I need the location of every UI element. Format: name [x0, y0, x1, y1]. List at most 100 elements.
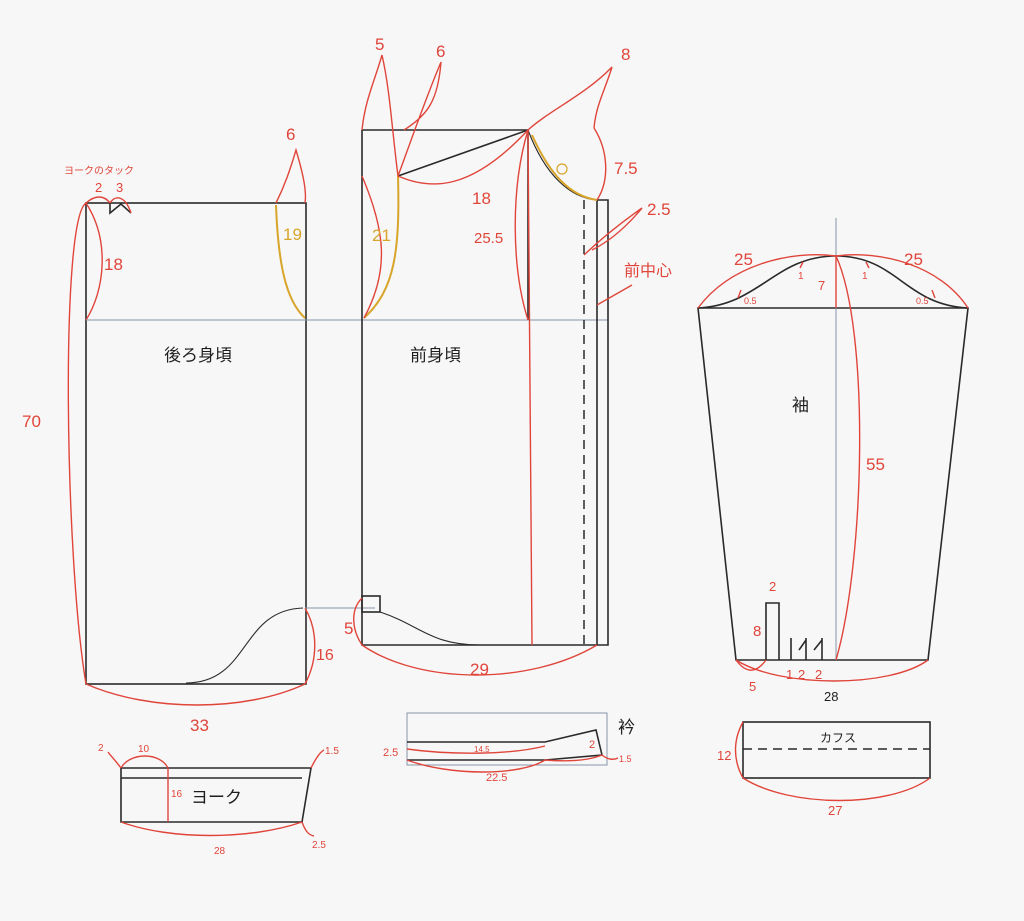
- collar-tip-extra: 1.5: [619, 754, 632, 764]
- sleeve-name: 袖: [792, 396, 809, 415]
- cuff-height-measure: [734, 721, 744, 779]
- collar-tip: 2: [589, 739, 595, 751]
- yoke-top-10: 10: [138, 744, 150, 755]
- back-shoulder-len: 6: [286, 125, 295, 144]
- back-shoulder-measure: [275, 147, 307, 204]
- back-side-measure: [304, 607, 316, 685]
- front-button-mark: [556, 163, 568, 175]
- collar-outline: [407, 729, 603, 761]
- front-shoulder-len-measure: [397, 129, 529, 185]
- collar-tip-measure: [544, 754, 619, 762]
- front-neck-drop-measure: [527, 66, 613, 131]
- yoke-right-15: 1.5: [325, 746, 339, 757]
- collar-name: 衿: [618, 718, 635, 737]
- yoke-name: ヨーク: [191, 788, 242, 807]
- cuff-height: 12: [717, 748, 731, 763]
- sleeve-edge: 5: [749, 679, 756, 694]
- front-neck-curve: [527, 129, 598, 201]
- yoke-right-measure: [310, 749, 325, 769]
- cuff-outline: [742, 721, 931, 779]
- sleeve-slit-width: 2: [769, 579, 776, 594]
- yoke-height: 16: [171, 789, 183, 800]
- cuff: 12 27 カフス: [717, 721, 931, 818]
- back-tuck-measure: [85, 196, 132, 214]
- front-center-measure: [514, 129, 529, 321]
- sleeve-ease-right: 1: [862, 271, 868, 282]
- collar-height: 2.5: [383, 747, 398, 759]
- collar-length: 22.5: [486, 772, 507, 784]
- yoke-left-2: 2: [98, 743, 104, 754]
- sleeve-edge-measure: [735, 659, 767, 671]
- front-corner-mark: [361, 595, 381, 613]
- back-bodice: ヨークのタック 2 3 18 70 19 6 16 33 後ろ身頃: [22, 125, 334, 735]
- back-bodice-outline: [85, 202, 307, 685]
- sleeve-width-measure: [735, 659, 929, 682]
- front-shoulder-b-measure: [397, 61, 442, 177]
- sleeve-length: 55: [866, 455, 885, 474]
- sleeve-cap-right: 25: [904, 250, 923, 269]
- front-center-label: 前中心: [624, 262, 672, 280]
- collar-guide-box: [406, 712, 608, 766]
- sleeve-pleat-2: 2: [798, 667, 805, 682]
- front-center-len: 25.5: [474, 230, 503, 247]
- sleeve-slit: [765, 602, 780, 660]
- back-yoke-height: 18: [104, 255, 123, 274]
- sleeve-05-left: 0.5: [744, 296, 757, 306]
- sleeve-cap-right-measure: [835, 254, 969, 309]
- front-armhole-measure: [361, 175, 383, 319]
- back-width-measure: [85, 683, 306, 706]
- back-length: 70: [22, 412, 41, 431]
- front-center-pointer: [596, 284, 633, 306]
- yoke-width-measure: [120, 821, 303, 837]
- sleeve: 25 25 1 1 0.5 0.5 7 55 2 8 1 2 2 5 28 袖: [697, 218, 969, 704]
- sleeve-outline: [697, 307, 969, 661]
- back-tuck-1: 2: [95, 180, 102, 195]
- cuff-name: カフス: [820, 731, 856, 745]
- yoke-corner-measure: [301, 821, 315, 837]
- collar-inner: 14.5: [474, 745, 490, 754]
- front-width: 29: [470, 660, 489, 679]
- front-placket-len: 2.5: [647, 200, 671, 219]
- collar-inner-measure: [406, 745, 546, 754]
- front-placket-measure: [583, 207, 643, 256]
- yoke-width: 28: [214, 846, 226, 857]
- back-armhole: [275, 204, 306, 319]
- front-neck-measure: [593, 127, 607, 201]
- collar: 2.5 14.5 22.5 2 1.5 衿: [383, 712, 635, 784]
- yoke-top-measure: [120, 755, 169, 769]
- sleeve-pleats: [790, 638, 823, 660]
- front-neck-drop: 8: [621, 45, 630, 64]
- back-length-measure: [67, 202, 87, 685]
- back-bodice-name: 後ろ身頃: [164, 346, 232, 365]
- back-tuck-title: ヨークのタック: [64, 165, 134, 177]
- front-neck-len: 7.5: [614, 159, 638, 178]
- front-bodice-name: 前身頃: [410, 346, 461, 365]
- sleeve-width: 28: [824, 689, 838, 704]
- back-yoke-height-measure: [85, 202, 103, 321]
- sleeve-slit-height: 8: [753, 623, 761, 640]
- front-shoulder-b: 6: [436, 42, 445, 61]
- back-tuck-2: 3: [116, 180, 123, 195]
- back-width: 33: [190, 716, 209, 735]
- back-side-len: 16: [316, 647, 334, 664]
- front-bodice: 5 6 8 18 21 7.5 2.5 25.5 前中心 5 29 前身頃: [344, 35, 672, 679]
- front-hem-curve: [379, 611, 481, 646]
- front-neck-gold: [531, 134, 598, 201]
- yoke-corner: 2.5: [312, 840, 326, 851]
- sleeve-cap-left: 25: [734, 250, 753, 269]
- sleeve-length-measure: [835, 255, 861, 661]
- yoke-left-measure: [107, 751, 122, 769]
- back-hem-curve: [185, 607, 304, 684]
- front-armhole-len: 21: [372, 226, 391, 245]
- sleeve-pleat-3: 2: [815, 667, 822, 682]
- front-armhole: [363, 175, 400, 319]
- front-shoulder-line: [397, 129, 529, 177]
- front-hem-curve-len: 5: [344, 619, 353, 638]
- sleeve-ease-ticks: [737, 261, 936, 299]
- sleeve-cap-left-measure: [697, 254, 837, 309]
- front-width-measure: [361, 644, 598, 676]
- front-shoulder-a-measure: [361, 54, 399, 177]
- front-center-line: [527, 129, 533, 646]
- back-tuck-mark: [109, 202, 132, 215]
